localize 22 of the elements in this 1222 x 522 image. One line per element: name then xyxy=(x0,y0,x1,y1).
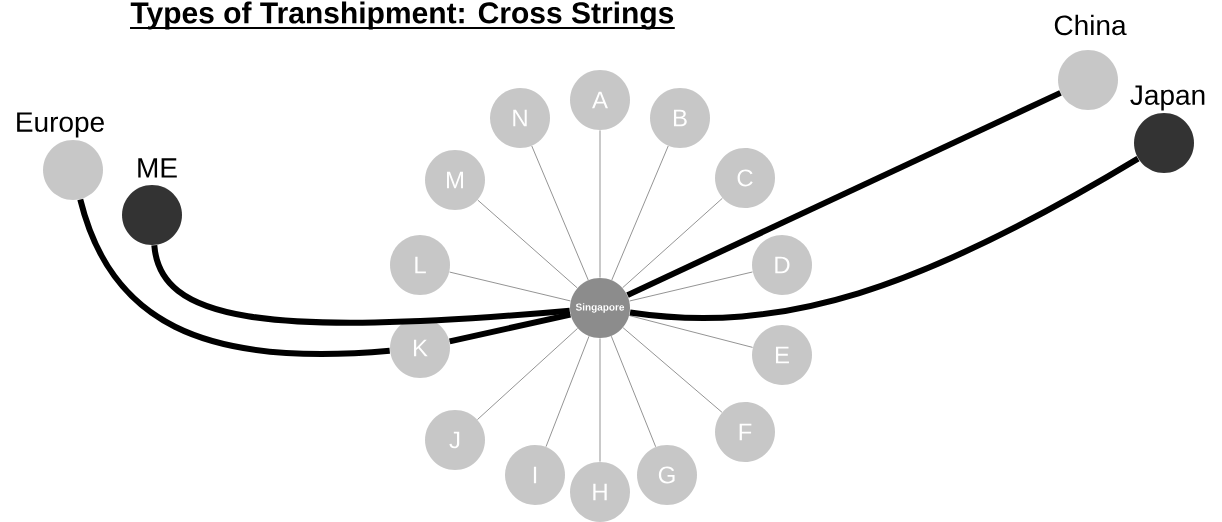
spoke-line xyxy=(545,336,590,447)
route-line xyxy=(629,156,1140,321)
spoke-line xyxy=(477,328,578,420)
spoke-line xyxy=(531,145,589,281)
node-label: Japan xyxy=(1130,85,1205,111)
spoke-line xyxy=(622,327,723,413)
node-label: ME xyxy=(138,158,177,178)
spoke-line xyxy=(611,145,669,281)
title: Types of Transhipment: Cross Strings xyxy=(130,1,674,30)
node-label: China xyxy=(1054,14,1127,36)
node-label: Europe xyxy=(17,112,104,138)
spoke-line xyxy=(599,338,601,462)
spoke-line xyxy=(611,335,656,448)
spoke-line xyxy=(629,271,753,302)
spoke-line xyxy=(629,315,753,348)
route-line xyxy=(626,90,1062,298)
spoke-line xyxy=(599,130,601,278)
route-line xyxy=(77,198,390,357)
spoke-line xyxy=(622,198,723,288)
spoke-line xyxy=(477,199,578,289)
spoke-line xyxy=(449,271,571,302)
route-line xyxy=(151,244,570,326)
